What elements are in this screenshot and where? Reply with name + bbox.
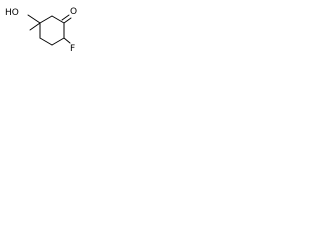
ring-bond-c4-c5 <box>51 37 65 46</box>
hydroxyl-label: HO <box>5 8 19 18</box>
fluorine-label: F <box>70 44 75 54</box>
ring-bond-c1-c2 <box>39 15 53 24</box>
fluorine-bond <box>63 37 71 44</box>
carbonyl-double-bond-outer <box>63 17 72 24</box>
methyl-bond <box>29 22 41 31</box>
hydroxyl-bond <box>27 14 41 24</box>
molecule-structure-diagram: HO O F <box>5 7 77 54</box>
carbonyl-oxygen-label: O <box>70 7 77 17</box>
ring-bond-c5-c6 <box>39 37 53 46</box>
carbonyl-double-bond-inner <box>61 14 70 21</box>
ring-bond-c2-c3 <box>51 15 65 24</box>
